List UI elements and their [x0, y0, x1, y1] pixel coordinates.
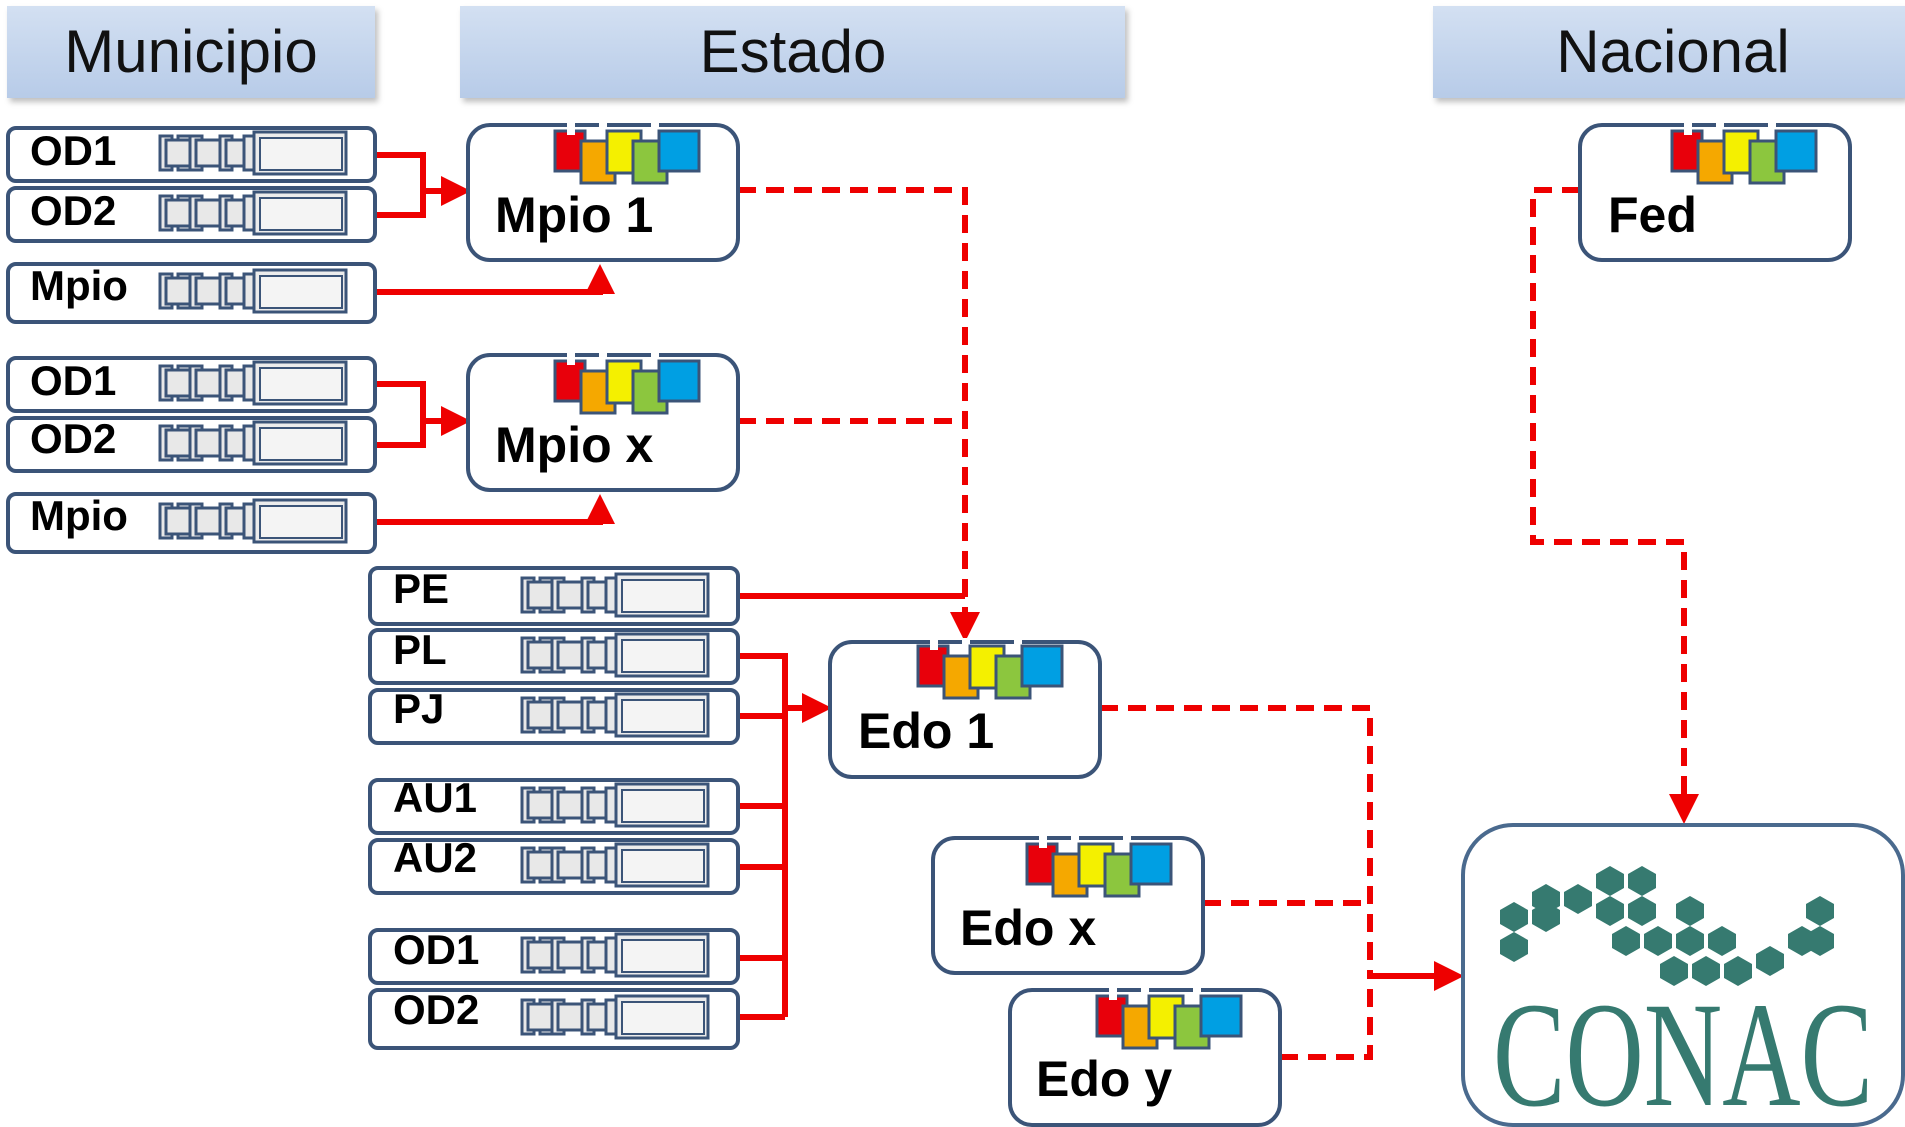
- node-mpiox-label: Mpio x: [495, 417, 654, 473]
- source-box-pe: PE: [368, 565, 740, 626]
- connector-mx-od2: [375, 421, 426, 448]
- source-label: Mpio: [30, 492, 128, 539]
- header-municipio: Municipio: [7, 6, 375, 98]
- document-strip-icon: [520, 782, 710, 828]
- connectors: [375, 152, 1699, 1060]
- header-nacional-label: Nacional: [1556, 18, 1789, 85]
- header-nacional: Nacional: [1433, 6, 1905, 98]
- source-label: OD2: [30, 415, 116, 462]
- node-edo1: Edo 1: [828, 636, 1102, 779]
- connector-state-bus: [738, 653, 788, 1017]
- source-label: PL: [393, 626, 447, 673]
- source-box-m1-mpio: Mpio: [6, 262, 377, 324]
- document-strip-icon: [520, 932, 710, 978]
- connector-m1-od2: [375, 191, 426, 218]
- source-box-mx-od1: OD1: [6, 356, 377, 413]
- connector-mpio1-edo1: [738, 187, 980, 642]
- header-municipio-label: Municipio: [64, 18, 317, 85]
- source-box-au2: AU2: [368, 834, 740, 895]
- connector-m1-od1: [375, 152, 426, 191]
- document-strip-icon: [158, 360, 348, 406]
- source-label: AU2: [393, 834, 477, 881]
- document-strip-icon: [520, 632, 710, 678]
- source-label: PE: [393, 565, 449, 612]
- document-strip-icon: [520, 572, 710, 618]
- source-box-mx-mpio: Mpio: [6, 492, 377, 554]
- connector-mx-od1: [375, 381, 426, 421]
- source-label: OD2: [30, 187, 116, 234]
- document-strip-icon: [158, 190, 348, 236]
- source-label: PJ: [393, 685, 444, 732]
- node-mpiox: Mpio x: [466, 351, 740, 492]
- source-label: AU1: [393, 774, 477, 821]
- node-mpio1: Mpio 1: [466, 121, 740, 262]
- source-label: OD1: [30, 357, 116, 404]
- document-strip-icon: [158, 130, 348, 176]
- connector-fed-conac: [1530, 187, 1699, 824]
- node-fed-label: Fed: [1608, 187, 1697, 243]
- source-box-m1-od1: OD1: [6, 126, 377, 183]
- source-label: Mpio: [30, 262, 128, 309]
- source-box-pl: PL: [368, 626, 740, 685]
- source-label: OD1: [30, 127, 116, 174]
- connector-m1-mpio: [375, 264, 615, 295]
- source-box-pj: PJ: [368, 685, 740, 745]
- connector-edoy-conac: [1280, 976, 1373, 1060]
- source-box-mx-od2: OD2: [6, 415, 377, 473]
- node-mpio1-label: Mpio 1: [495, 187, 653, 243]
- conac-box: CONAC: [1461, 823, 1905, 1127]
- conac-wordmark: CONAC: [1493, 972, 1873, 1127]
- document-strip-icon: [158, 498, 348, 544]
- connector-mx-mpio: [375, 494, 615, 525]
- node-edox: Edo x: [931, 834, 1205, 975]
- header-estado-label: Estado: [700, 18, 887, 85]
- source-label: OD2: [393, 986, 479, 1033]
- conac-logo: [1500, 866, 1834, 986]
- document-strip-icon: [158, 268, 348, 314]
- node-edo1-label: Edo 1: [858, 703, 994, 759]
- connector-edo1-conac: [1100, 705, 1373, 976]
- header-estado: Estado: [460, 6, 1125, 98]
- node-edox-label: Edo x: [960, 900, 1096, 956]
- document-strip-icon: [520, 842, 710, 888]
- document-strip-icon: [520, 994, 710, 1040]
- source-box-od1: OD1: [368, 926, 740, 985]
- document-strip-icon: [158, 420, 348, 466]
- node-fed: Fed: [1578, 121, 1852, 262]
- node-edoy: Edo y: [1008, 986, 1282, 1127]
- document-strip-icon: [520, 692, 710, 738]
- source-box-m1-od2: OD2: [6, 186, 377, 243]
- source-label: OD1: [393, 926, 479, 973]
- source-box-au1: AU1: [368, 774, 740, 835]
- node-edoy-label: Edo y: [1036, 1051, 1172, 1107]
- source-box-od2: OD2: [368, 986, 740, 1050]
